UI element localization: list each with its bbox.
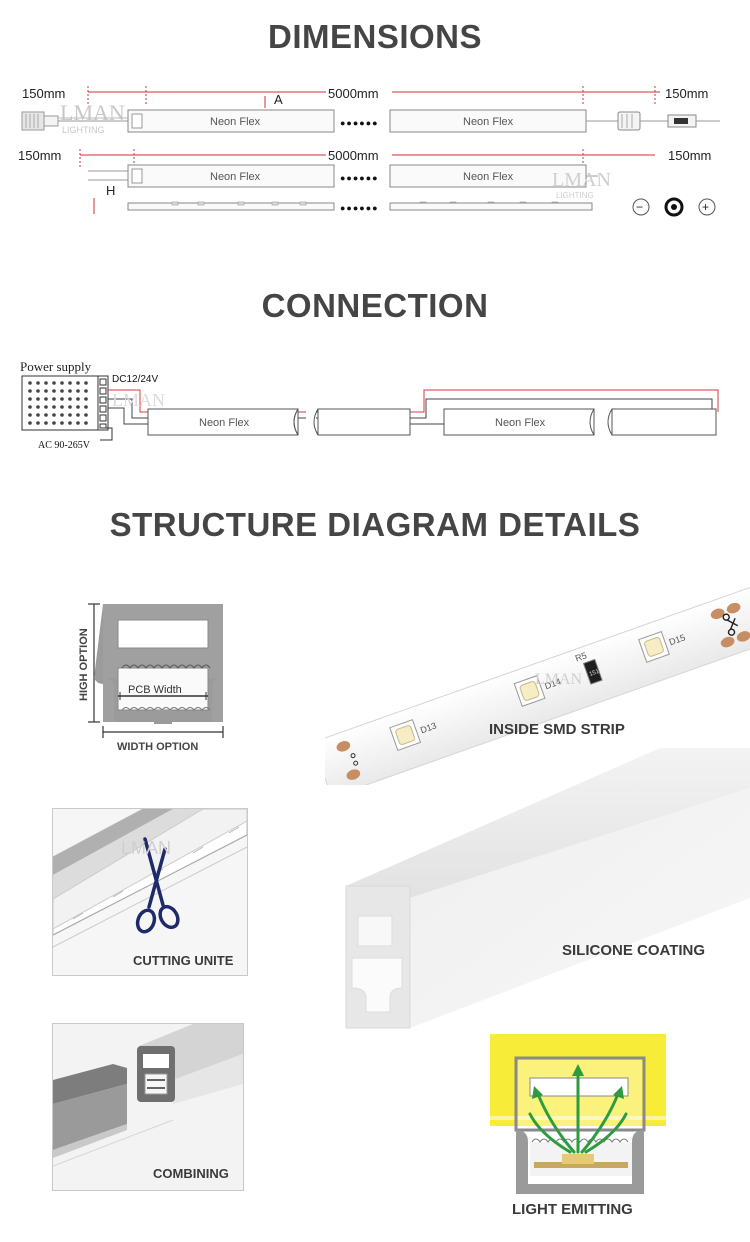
silicone-coating-image: SILICONE COATING bbox=[345, 748, 750, 1029]
ac-wire bbox=[100, 427, 113, 441]
red-wires bbox=[108, 389, 719, 413]
resistor-r5 bbox=[582, 658, 603, 685]
row2-wires bbox=[88, 170, 128, 181]
polarity-minus: − bbox=[636, 200, 643, 214]
light-caption: LIGHT EMITTING bbox=[512, 1201, 633, 1218]
row2-strip-left bbox=[127, 164, 335, 188]
watermark-main-5: LMAN bbox=[121, 838, 171, 858]
right-connector bbox=[586, 111, 720, 131]
watermark-sub-2: LIGHTING bbox=[556, 191, 594, 200]
ac-voltage-label: AC 90-265V bbox=[38, 440, 91, 451]
smd-strip-image: D13 D14 R5 151 D15 INSIDE SMD STRIP LMAN bbox=[325, 584, 750, 785]
width-dimension-line bbox=[102, 726, 224, 738]
row3-side-right bbox=[389, 202, 593, 211]
row2-strip-right-label: Neon Flex bbox=[463, 171, 514, 183]
smd-caption: INSIDE SMD STRIP bbox=[489, 721, 625, 738]
watermark-main-3: LMAN bbox=[112, 390, 165, 410]
row2-marker-h: H bbox=[106, 183, 115, 198]
watermark-sub: LIGHTING bbox=[62, 125, 105, 135]
row2-left-length: 150mm bbox=[18, 148, 61, 163]
combining-panel: COMBINING bbox=[52, 1023, 244, 1191]
led-d14 bbox=[513, 675, 546, 707]
cross-section-diagram: HIGH OPTION PCB Width WIDTH OPTION bbox=[78, 603, 224, 753]
connector-clip-icon bbox=[147, 1079, 165, 1089]
row2-dimension-lines bbox=[79, 149, 655, 214]
high-option-label: HIGH OPTION bbox=[78, 628, 90, 701]
cutting-unit-panel: LMAN CUTTING UNITE bbox=[52, 808, 248, 976]
row1-strip-left-label: Neon Flex bbox=[210, 116, 261, 128]
row1-marker-a: A bbox=[274, 92, 283, 107]
silicone-caption: SILICONE COATING bbox=[562, 942, 705, 959]
polarity-plus: + bbox=[702, 200, 709, 214]
cut-mark-icon bbox=[722, 613, 739, 636]
resistor-label: R5 bbox=[574, 650, 588, 663]
row1-dots: ●●●●●● bbox=[340, 118, 379, 128]
dc-voltage-label: DC12/24V bbox=[112, 374, 158, 385]
power-supply-box bbox=[21, 375, 109, 431]
row2-dots: ●●●●●● bbox=[340, 173, 379, 183]
black-wires bbox=[108, 398, 713, 425]
structure-title: STRUCTURE DIAGRAM DETAILS bbox=[109, 506, 641, 543]
conn-strip-2a bbox=[443, 408, 595, 436]
row1-right-length: 150mm bbox=[665, 86, 708, 101]
cutting-caption: CUTTING UNITE bbox=[133, 953, 234, 968]
row1-dimension-lines bbox=[87, 86, 660, 108]
row1-strip-left bbox=[127, 109, 335, 133]
row3-side-left bbox=[127, 202, 335, 211]
scissors-icon bbox=[135, 837, 180, 934]
light-arrows bbox=[528, 1072, 628, 1154]
pcb-width-label: PCB Width bbox=[128, 684, 182, 696]
row2-mid-length: 5000mm bbox=[328, 148, 379, 163]
row3-dots: ●●●●●● bbox=[340, 203, 379, 213]
combining-caption: COMBINING bbox=[153, 1166, 229, 1181]
conn-strip-1-label: Neon Flex bbox=[199, 417, 250, 429]
width-option-label: WIDTH OPTION bbox=[117, 741, 198, 753]
conn-strip-2-label: Neon Flex bbox=[495, 417, 546, 429]
watermark-main-4: LMAN bbox=[535, 671, 583, 688]
row2-right-length: 150mm bbox=[668, 148, 711, 163]
row1-mid-length: 5000mm bbox=[328, 86, 379, 101]
dimensions-title: DIMENSIONS bbox=[267, 18, 483, 55]
connection-drawing: Power supply DC12/24V AC 90-265V bbox=[20, 359, 719, 451]
row2-strip-left-label: Neon Flex bbox=[210, 171, 261, 183]
power-supply-label: Power supply bbox=[20, 359, 92, 374]
high-dimension-line bbox=[88, 603, 100, 723]
led-d13 bbox=[389, 719, 422, 752]
dimensions-drawing: LMAN LIGHTING 150mm 5000mm 150mm A Neon … bbox=[18, 86, 720, 217]
conn-strip-1b bbox=[317, 408, 411, 436]
row1-strip-right-label: Neon Flex bbox=[463, 116, 514, 128]
light-emitting-diagram: LIGHT EMITTING bbox=[490, 1034, 666, 1218]
polarity-symbol: − + bbox=[632, 197, 716, 217]
connection-title: CONNECTION bbox=[261, 287, 489, 324]
led-d15 bbox=[638, 630, 670, 663]
resistor-code: 151 bbox=[589, 669, 601, 678]
conn-strip-1a bbox=[147, 408, 299, 436]
row1-left-length: 150mm bbox=[22, 86, 65, 101]
conn-strip-2b bbox=[611, 408, 717, 436]
watermark-main-2: LMAN bbox=[552, 169, 611, 191]
left-plug bbox=[21, 111, 128, 131]
